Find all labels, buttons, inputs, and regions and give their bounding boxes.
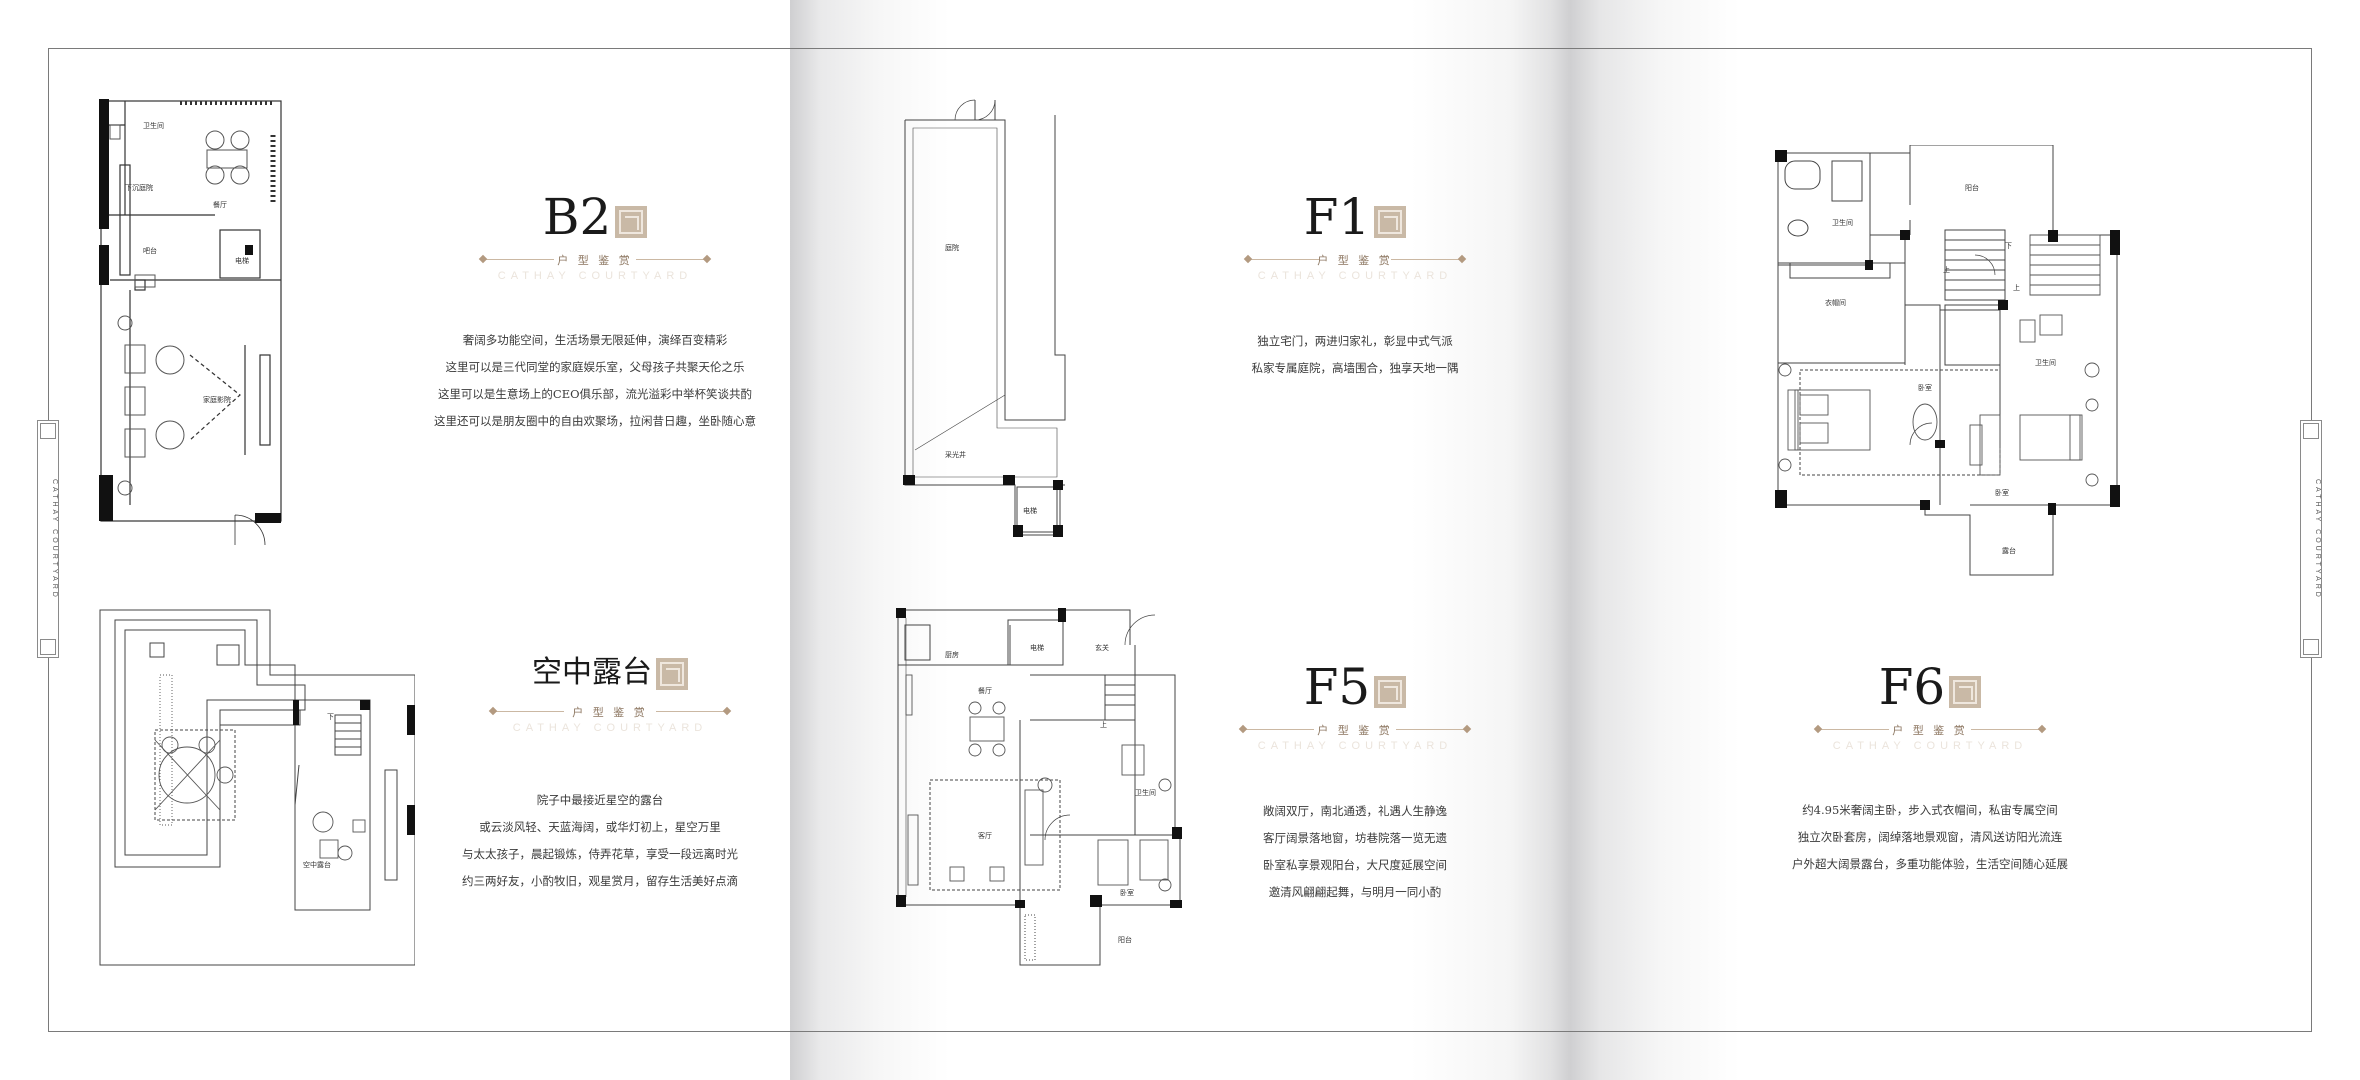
desc-line: 这里可以是三代同堂的家庭娱乐室，父母孩子共聚天伦之乐: [445, 360, 745, 374]
desc-line: 卧室私享景观阳台，大尺度延展空间: [1263, 858, 1447, 872]
section-f1-description: 独立宅门，两进归家礼，彰显中式气派 私家专属庭院，高墙围合，独享天地一隅: [1205, 328, 1505, 382]
desc-line: 约4.95米奢阔主卧，步入式衣帽间，私宙专属空间: [1802, 803, 2058, 817]
desc-line: 院子中最接近星空的露台: [536, 793, 664, 807]
section-b2-heading: B2 户 型 鉴 赏 CATHAY COURTYARD: [478, 188, 712, 282]
section-subtitle: 户 型 鉴 赏: [1317, 724, 1393, 737]
desc-line: 奢阔多功能空间，生活场景无限延伸，演绎百变精彩: [462, 333, 728, 347]
section-f6-description: 约4.95米奢阔主卧，步入式衣帽间，私宙专属空间 独立次卧套房，阔绰落地景观窗，…: [1760, 797, 2100, 878]
ornament-icon: [2303, 423, 2319, 439]
seal-icon: [1374, 206, 1407, 238]
section-subtitle: 户 型 鉴 赏: [1317, 254, 1393, 267]
room-label-lightwell: 采光井: [945, 450, 966, 459]
room-label-terrace: 空中露台: [303, 860, 331, 869]
floorplan-sky-terrace: 下 空中露台: [99, 609, 415, 966]
side-tab-text: CATHAY COURTYARD: [51, 478, 58, 600]
ghost-text: CATHAY COURTYARD: [1257, 740, 1453, 752]
desc-line: 客厅阔景落地窗，坊巷院落一览无遗: [1263, 831, 1447, 845]
room-label-foyer: 玄关: [1095, 643, 1109, 652]
desc-line: 约三两好友，小酌牧旧，观星赏月，留存生活美好点滴: [462, 874, 738, 888]
room-label-bar: 吧台: [143, 246, 157, 255]
desc-line: 这里还可以是朋友圈中的自由欢聚场，拉闲昔日趣，坐卧随心意: [434, 414, 756, 428]
room-label-terrace: 露台: [2002, 546, 2016, 555]
room-label-wc: 卫生间: [143, 121, 164, 130]
section-title: F5: [1303, 658, 1371, 716]
room-label-closet: 衣帽间: [1825, 298, 1846, 307]
desc-line: 独立宅门，两进归家礼，彰显中式气派: [1257, 334, 1453, 348]
floorplan-f1: 庭院 采光井 电梯: [903, 99, 1066, 537]
desc-line: 或云淡风轻、天蓝海阔，或华灯初上，星空万里: [479, 820, 721, 834]
left-page: [0, 0, 790, 1080]
room-label-wc: 卫生间: [1135, 788, 1156, 797]
room-label-cinema: 家庭影院: [203, 395, 231, 404]
ghost-text: CATHAY COURTYARD: [1257, 270, 1453, 282]
room-label-sunken: 下沉庭院: [125, 183, 153, 192]
room-label-dining: 餐厅: [213, 200, 227, 209]
seal-icon: [1949, 676, 1982, 708]
desc-line: 私家专属庭院，高墙围合，独享天地一隅: [1251, 361, 1459, 375]
section-f6-heading: F6 户 型 鉴 赏 CATHAY COURTYARD: [1813, 658, 2047, 752]
desc-line: 户外超大阔景露台，多重功能体验，生活空间随心延展: [1792, 857, 2068, 871]
desc-line: 独立次卧套房，阔绰落地景观窗，清风送访阳光流连: [1797, 830, 2063, 844]
desc-line: 敞阔双厅，南北通透，礼遇人生静逸: [1263, 804, 1447, 818]
room-label-down: 下: [327, 713, 334, 721]
floorplan-b2: 卫生间 下沉庭院 餐厅 吧台 电梯 家庭影院: [99, 99, 282, 546]
seal-icon: [656, 658, 688, 690]
room-label-kitchen: 厨房: [945, 650, 959, 659]
seal-icon: [615, 206, 648, 238]
section-f5-description: 敞阔双厅，南北通透，礼遇人生静逸 客厅阔景落地窗，坊巷院落一览无遗 卧室私享景观…: [1205, 798, 1505, 906]
desc-line: 这里可以是生意场上的CEO俱乐部，流光溢彩中举杯笑谈共酌: [437, 387, 753, 401]
room-label-living: 客厅: [978, 831, 992, 840]
room-label-master: 卧室: [1918, 383, 1932, 392]
room-label-dining: 餐厅: [978, 686, 992, 695]
floorplan-f6: 阳台 卫生间 下 上 上 衣帽间 卫生间 卧室 卧室 露台: [1775, 145, 2120, 576]
room-label-wc2: 卫生间: [2035, 358, 2056, 367]
ghost-text: CATHAY COURTYARD: [1832, 740, 2028, 752]
room-label-bedroom: 卧室: [1120, 888, 1134, 897]
section-title: B2: [542, 188, 612, 246]
side-tab-right: CATHAY COURTYARD: [2300, 420, 2322, 658]
floorplan-f5: 厨房 电梯 玄关 餐厅 上 卫生间 客厅 卧室 阳台: [896, 608, 1182, 966]
side-tab-text: CATHAY COURTYARD: [2314, 478, 2321, 600]
room-label-elevator: 电梯: [235, 256, 249, 265]
room-label-courtyard: 庭院: [945, 243, 959, 252]
room-label-up1: 上: [1943, 265, 1950, 274]
side-tab-left: CATHAY COURTYARD: [37, 420, 59, 658]
section-f5-heading: F5 户 型 鉴 赏 CATHAY COURTYARD: [1238, 658, 1472, 752]
ghost-text: CATHAY COURTYARD: [497, 270, 693, 282]
ghost-text: CATHAY COURTYARD: [512, 722, 708, 734]
section-title: F6: [1878, 658, 1946, 716]
section-sky-description: 院子中最接近星空的露台 或云淡风轻、天蓝海阔，或华灯初上，星空万里 与太太孩子，…: [430, 787, 770, 895]
section-subtitle: 户 型 鉴 赏: [572, 706, 648, 719]
seal-icon: [1374, 676, 1407, 708]
section-subtitle: 户 型 鉴 赏: [1892, 724, 1968, 737]
right-page: [1570, 0, 2360, 1080]
room-label-elevator: 电梯: [1023, 506, 1037, 515]
desc-line: 邀清风翩翩起舞，与明月一同小酌: [1268, 885, 1442, 899]
section-sky-heading: 空中露台 户 型 鉴 赏 CATHAY COURTYARD: [488, 655, 732, 734]
ornament-icon: [2303, 639, 2319, 655]
section-f1-heading: F1 户 型 鉴 赏 CATHAY COURTYARD: [1243, 188, 1467, 282]
room-label-up: 上: [1100, 720, 1107, 729]
room-label-up2: 上: [2013, 283, 2020, 292]
room-label-down: 下: [2005, 242, 2012, 250]
room-label-balcony: 阳台: [1965, 183, 1979, 192]
room-label-wc1: 卫生间: [1832, 218, 1853, 227]
desc-line: 与太太孩子，晨起锻炼，侍弄花草，享受一段远离时光: [462, 847, 738, 861]
section-title: 空中露台: [532, 655, 652, 690]
ornament-icon: [40, 423, 56, 439]
section-b2-description: 奢阔多功能空间，生活场景无限延伸，演绎百变精彩 这里可以是三代同堂的家庭娱乐室，…: [420, 327, 770, 435]
room-label-elevator: 电梯: [1030, 643, 1044, 652]
ornament-icon: [40, 639, 56, 655]
section-title: F1: [1303, 188, 1371, 246]
room-label-bedroom: 卧室: [1995, 488, 2009, 497]
section-subtitle: 户 型 鉴 赏: [557, 254, 633, 267]
room-label-balcony: 阳台: [1118, 935, 1132, 944]
